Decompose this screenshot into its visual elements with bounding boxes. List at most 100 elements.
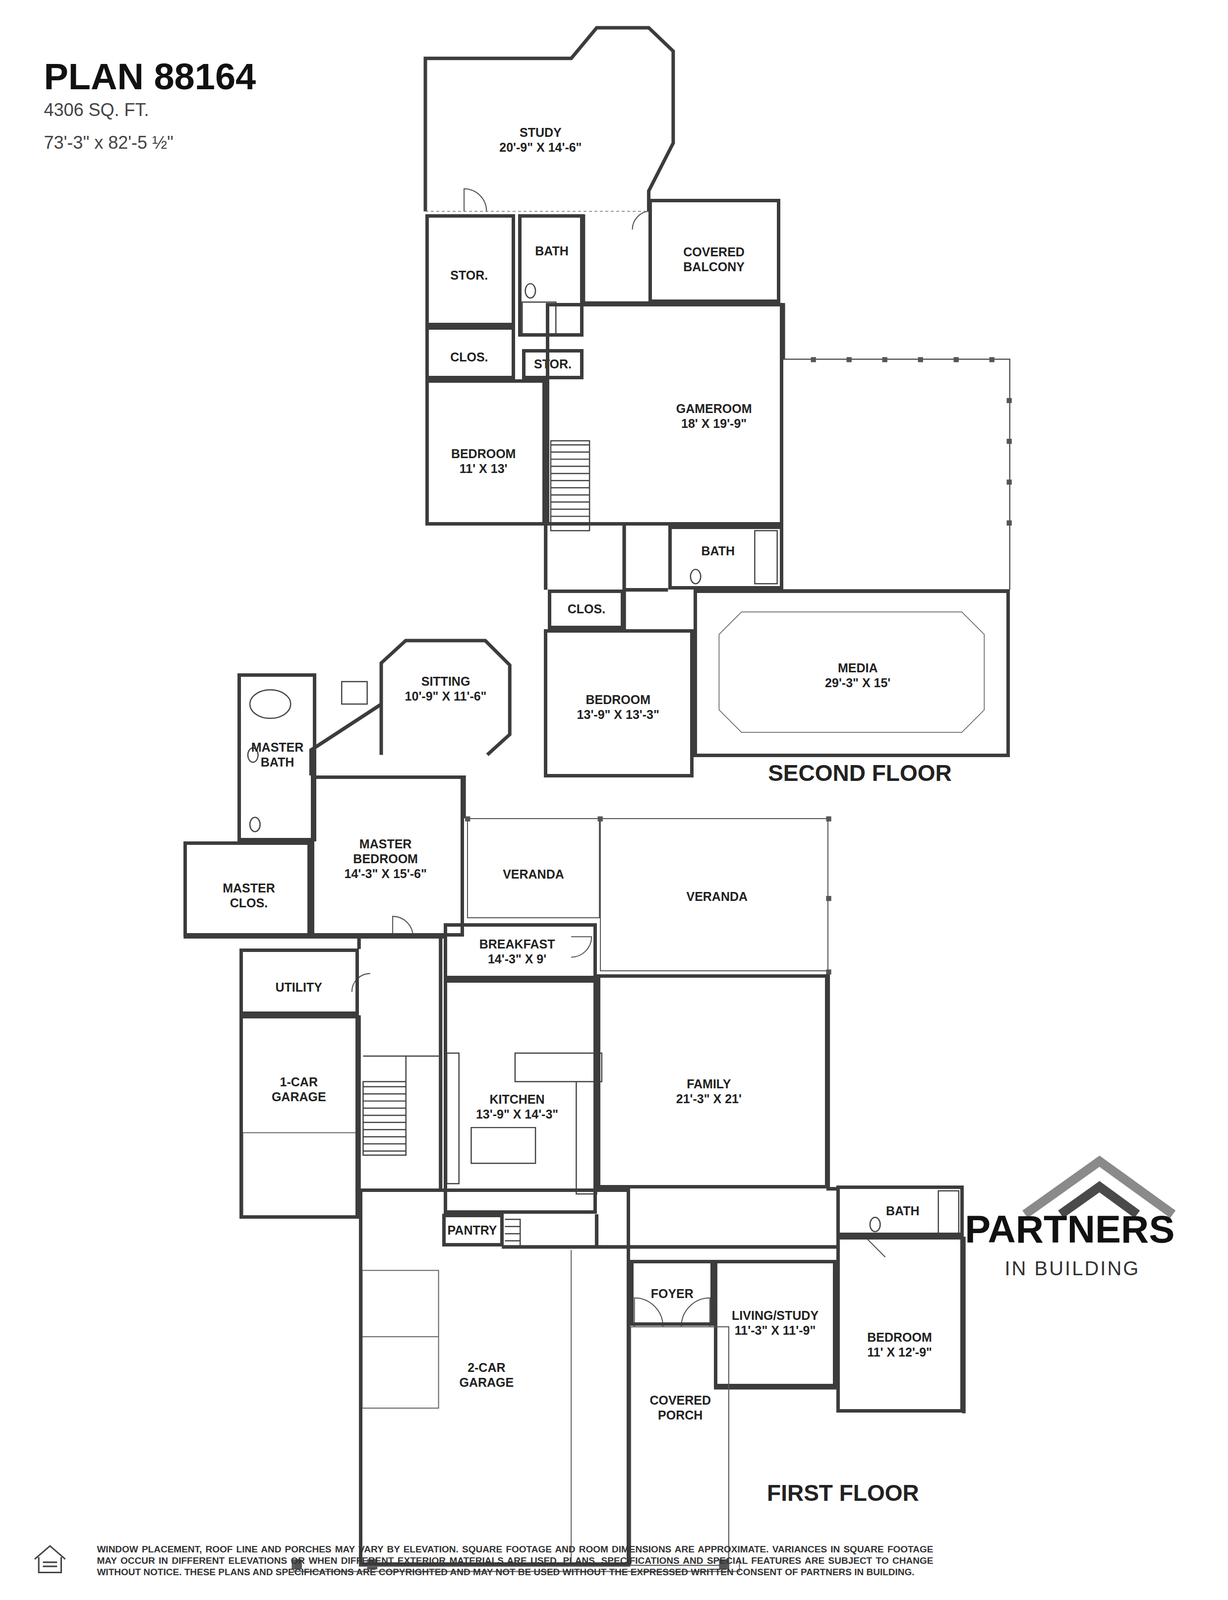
- toilet: [690, 569, 702, 584]
- room: STOR.: [522, 349, 584, 380]
- room-name: MASTER CLOS.: [213, 880, 285, 911]
- room-name: BREAKFAST: [479, 936, 556, 952]
- room: VERANDA: [467, 818, 600, 919]
- floor-label: FIRST FLOOR: [766, 1481, 920, 1505]
- room-outline: [425, 27, 674, 212]
- room-dimension: 13'-9" X 14'-3": [475, 1106, 559, 1122]
- room-name: VERANDA: [686, 888, 748, 904]
- room-label: COVERED PORCH: [644, 1392, 716, 1423]
- room-label: LIVING/STUDY11'-3" X 11'-9": [731, 1307, 819, 1338]
- room-name: UTILITY: [275, 979, 323, 995]
- room-dimension: 13'-9" X 13'-3": [577, 706, 660, 722]
- room-name: BATH: [534, 243, 569, 259]
- room-name: KITCHEN: [475, 1091, 559, 1107]
- wall-lines: [183, 214, 964, 1413]
- room-label: MASTER CLOS.: [213, 880, 285, 911]
- room-name: VERANDA: [502, 866, 565, 882]
- room-label: 1-CAR GARAGE: [263, 1074, 335, 1105]
- room-label: MASTER BATH: [246, 739, 308, 770]
- room-name: BATH: [701, 543, 736, 559]
- room-label: MASTER BEDROOM14'-3" X 15'-6": [334, 836, 437, 881]
- room-name: BEDROOM: [867, 1329, 933, 1345]
- equal-housing-logo: [34, 1545, 66, 1573]
- railing-posts: [291, 356, 1012, 1570]
- room-name: CLOS.: [450, 349, 488, 365]
- room-outline-wall: [425, 27, 674, 212]
- room-name: COVERED PORCH: [644, 1392, 716, 1423]
- room: MEDIA29'-3" X 15': [693, 589, 1010, 757]
- room-name: CLOS.: [567, 601, 606, 617]
- room-label: BEDROOM11' X 12'-9": [867, 1329, 933, 1360]
- room-label: CLOS.: [567, 601, 606, 617]
- room-label: CLOS.: [450, 349, 488, 365]
- room: BREAKFAST14'-3" X 9': [443, 923, 597, 980]
- room-name: STOR.: [450, 267, 488, 283]
- room-name: FAMILY: [676, 1076, 742, 1092]
- room: MASTER BATH: [237, 673, 316, 842]
- toilet: [870, 1217, 881, 1232]
- room-label: COVERED BALCONY: [668, 244, 761, 275]
- room-label: BATH: [701, 543, 736, 559]
- room-outline-opening: [425, 210, 649, 212]
- room: STOR.: [425, 214, 516, 327]
- disclaimer: WINDOW PLACEMENT, ROOF LINE AND PORCHES …: [96, 1543, 934, 1578]
- room-name: MASTER BATH: [246, 739, 308, 770]
- room-label: STUDY20'-9" X 14'-6": [499, 124, 582, 155]
- room-label: FOYER: [650, 1286, 694, 1301]
- room: COVERED PORCH: [630, 1326, 730, 1566]
- room-dimension: 21'-3" X 21': [676, 1091, 742, 1107]
- room-dimension: 14'-3" X 15'-6": [334, 866, 437, 881]
- room-label: VERANDA: [502, 866, 565, 882]
- room: PANTRY: [442, 1213, 504, 1247]
- room: STUDY20'-9" X 14'-6": [425, 27, 674, 212]
- room: FAMILY21'-3" X 21': [596, 974, 829, 1189]
- room: BATH: [836, 1185, 964, 1237]
- room-label: BREAKFAST14'-3" X 9': [479, 936, 556, 967]
- room-label: SITTING10'-9" X 11'-6": [405, 673, 487, 704]
- room-label: STOR.: [450, 267, 488, 283]
- room-name: BEDROOM: [451, 446, 517, 462]
- toilet: [249, 817, 261, 832]
- room-label: MEDIA29'-3" X 15': [824, 660, 891, 691]
- room-name: MASTER BEDROOM: [334, 836, 437, 867]
- room-dimension: 29'-3" X 15': [824, 675, 891, 691]
- room-dimension: 18' X 19'-9": [676, 415, 753, 431]
- room-name: FOYER: [650, 1286, 694, 1301]
- room-label: UTILITY: [275, 979, 323, 995]
- room-label: FAMILY21'-3" X 21': [676, 1076, 742, 1107]
- room-label: STOR.: [533, 356, 572, 372]
- plan-title: PLAN 88164: [43, 58, 256, 96]
- room: BEDROOM11' X 13': [425, 379, 546, 526]
- bath-fixtures: [341, 301, 959, 1234]
- room-name: 2-CAR GARAGE: [450, 1359, 523, 1390]
- room-dimension: 11' X 13': [451, 461, 517, 476]
- room-label: GAMEROOM18' X 19'-9": [676, 401, 753, 431]
- room-dimension: 14'-3" X 9': [479, 951, 556, 967]
- room: UTILITY: [239, 948, 359, 1015]
- room: BATH: [668, 525, 784, 590]
- room: MASTER BEDROOM14'-3" X 15'-6": [310, 775, 465, 937]
- ceiling-tray: [718, 611, 985, 733]
- room-dimension: 10'-9" X 11'-6": [405, 688, 487, 704]
- garage-doors: [242, 1132, 740, 1572]
- room-label: BATH: [534, 243, 569, 259]
- floor-label: SECOND FLOOR: [767, 761, 952, 785]
- room-name: STUDY: [499, 124, 582, 140]
- room-label: VERANDA: [686, 888, 748, 904]
- room-label: BEDROOM11' X 13': [451, 446, 517, 476]
- room-name: BEDROOM: [577, 692, 660, 707]
- room-label: BEDROOM13'-9" X 13'-3": [577, 692, 660, 722]
- room-dimension: 11' X 12'-9": [867, 1344, 933, 1360]
- logo-roof-outer: [1025, 1161, 1173, 1215]
- room-name: GAMEROOM: [676, 401, 753, 416]
- room: 1-CAR GARAGE: [239, 1014, 359, 1219]
- room: LIVING/STUDY11'-3" X 11'-9": [713, 1259, 837, 1388]
- room: BATH: [518, 214, 584, 337]
- room: SITTING10'-9" X 11'-6": [381, 640, 510, 755]
- room-dimension: 11'-3" X 11'-9": [731, 1322, 819, 1338]
- toilet: [525, 283, 536, 298]
- room: FOYER: [630, 1259, 714, 1327]
- room: CLOS.: [425, 326, 516, 380]
- room-label: 2-CAR GARAGE: [450, 1359, 523, 1390]
